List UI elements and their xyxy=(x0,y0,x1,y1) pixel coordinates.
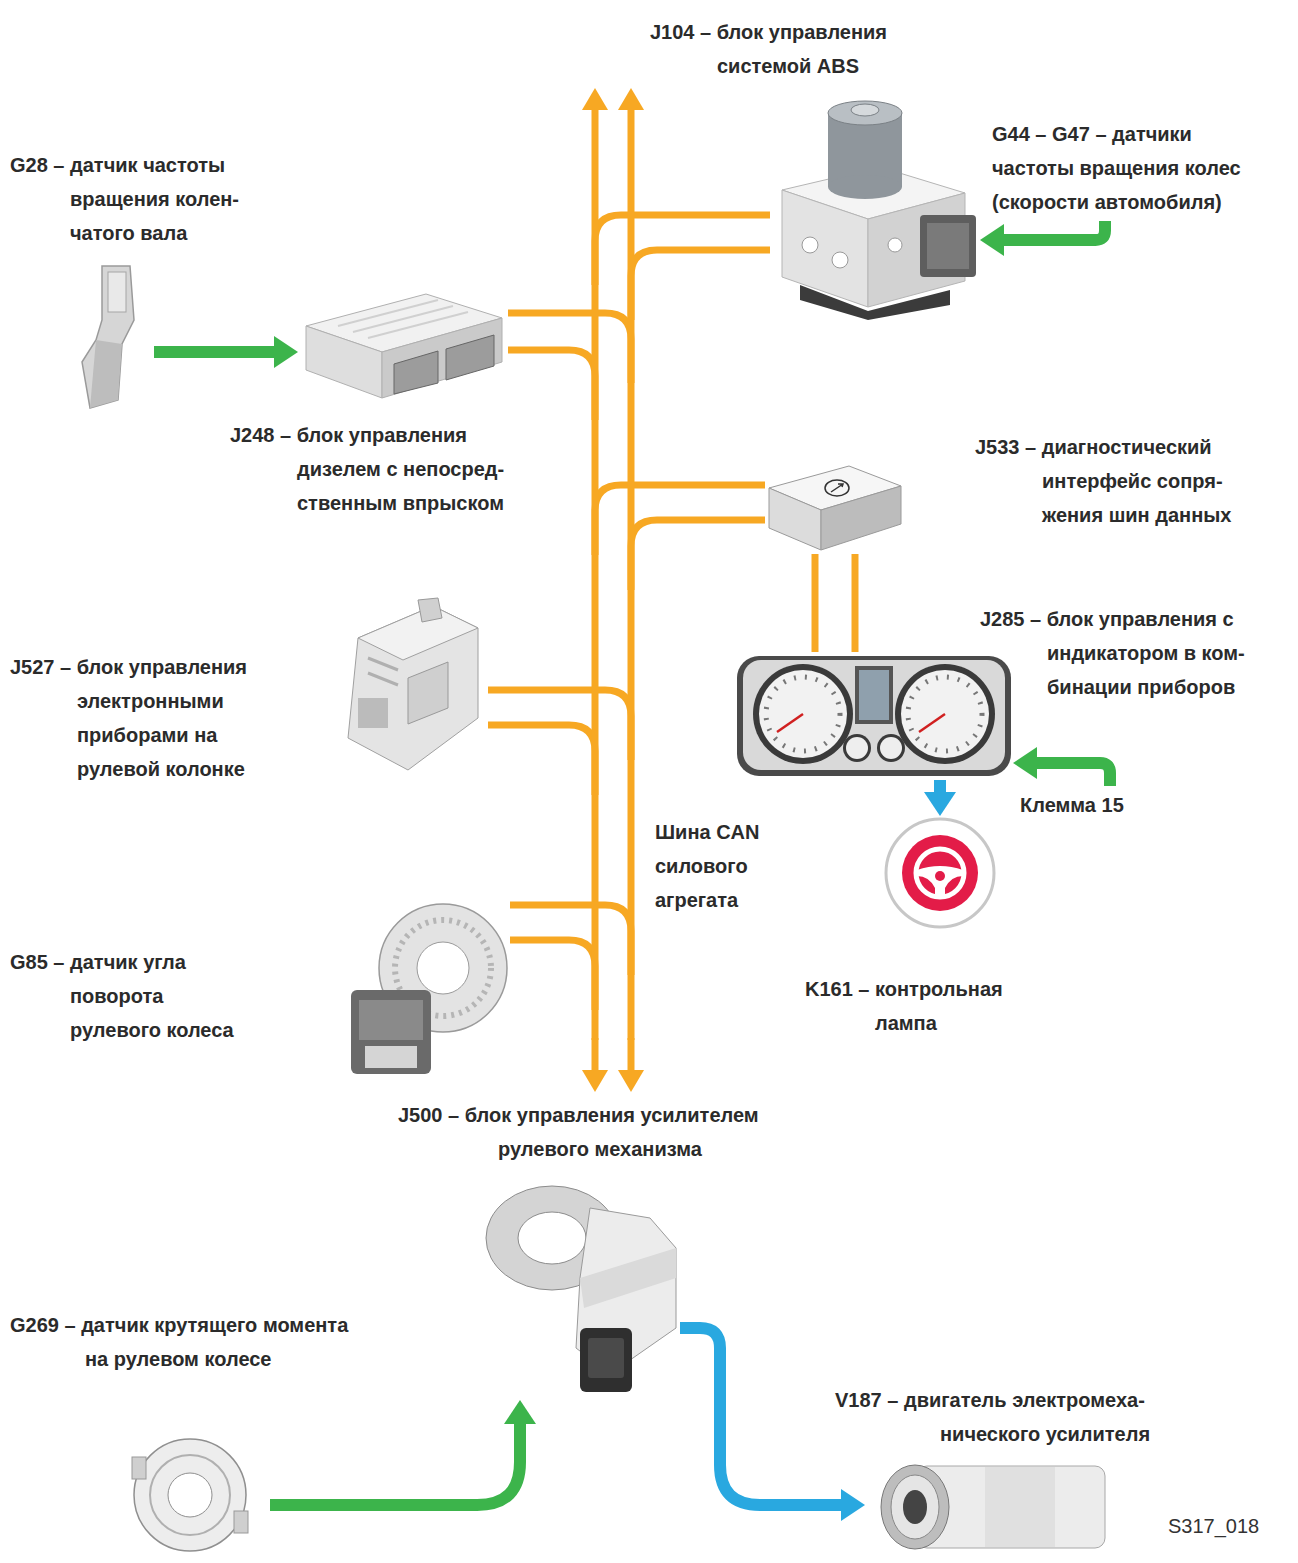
component-label: J500 – блок управления усилителем рулево… xyxy=(398,1098,828,1166)
arrow-head xyxy=(618,1070,644,1092)
arrow-head xyxy=(980,224,1004,256)
connector-line xyxy=(154,346,279,358)
ring-sensor-drawing xyxy=(343,890,510,1080)
motor-drawing xyxy=(865,1460,1110,1552)
steering-motor: V187 – двигатель электромеха- нического … xyxy=(865,1460,1110,1552)
component-label: G28 – датчик частоты вращения колен- чат… xyxy=(10,148,270,250)
connector-line xyxy=(488,725,595,795)
component-label: G269 – датчик крутящего момента на рулев… xyxy=(10,1308,362,1376)
connector-line xyxy=(508,350,595,420)
component-label: J104 – блок управления системой ABS xyxy=(650,15,970,83)
component-label: G85 – датчик угла поворота рулевого коле… xyxy=(10,945,245,1047)
signal-connector xyxy=(582,1038,644,1092)
connector-line xyxy=(1032,763,1110,786)
signal-connector xyxy=(680,1328,865,1521)
ring-sensor-drawing xyxy=(110,1435,270,1555)
crankshaft-sensor: G28 – датчик частоты вращения колен- чат… xyxy=(68,262,154,414)
connector-line xyxy=(270,1419,520,1505)
arrow-head xyxy=(274,336,298,368)
component-label: J248 – блок управления дизелем с непосре… xyxy=(230,418,535,520)
component-label: Клемма 15 xyxy=(1018,786,1148,824)
signal-connector xyxy=(510,905,631,1010)
connector-line xyxy=(628,1038,635,1074)
component-label: Шина CAN силового агрегата xyxy=(655,815,795,917)
connector-line xyxy=(631,250,770,320)
arrow-head xyxy=(841,1489,865,1521)
lamp-drawing xyxy=(883,816,997,930)
terminal-text-node: Клемма 15 xyxy=(1018,786,1148,824)
connector-line xyxy=(812,554,819,652)
ecu-drawing xyxy=(298,288,508,406)
cluster-drawing xyxy=(735,652,1013,780)
steering-angle-sensor: G85 – датчик угла поворота рулевого коле… xyxy=(343,890,510,1080)
arrow-head xyxy=(504,1400,536,1424)
sensor-text-node: G44 – G47 – датчики частоты вращения кол… xyxy=(990,115,1265,221)
gateway-unit: J533 – диагностический интерфейс сопря- … xyxy=(765,462,905,554)
sensor-drawing xyxy=(68,262,154,414)
control-unit-drawing xyxy=(480,1178,680,1400)
signal-connector xyxy=(595,215,770,320)
signal-connector xyxy=(1013,747,1110,786)
abs-control-unit: J104 – блок управления системой ABS xyxy=(770,95,980,320)
signal-connector xyxy=(154,336,298,368)
connector-line xyxy=(631,520,765,590)
module-drawing xyxy=(338,598,488,778)
bus-lines xyxy=(580,88,646,1040)
signal-connector xyxy=(488,690,631,795)
connector-line xyxy=(852,554,859,652)
signal-connector xyxy=(595,485,765,590)
arrow-head xyxy=(582,1070,608,1092)
component-label: J527 – блок управления электронными приб… xyxy=(10,650,290,786)
can-bus: Шина CAN силового агрегата xyxy=(580,88,646,1040)
instrument-cluster: J285 – блок управления с индикатором в к… xyxy=(735,652,1013,780)
signal-connector xyxy=(508,313,631,420)
warning-lamp: K161 – контрольная лампа xyxy=(883,816,997,930)
steering-column-unit: J527 – блок управления электронными приб… xyxy=(338,598,488,778)
gateway-drawing xyxy=(765,462,905,554)
connector-line xyxy=(592,1038,599,1074)
torque-sensor: G269 – датчик крутящего момента на рулев… xyxy=(110,1435,270,1555)
signal-connector xyxy=(980,221,1105,256)
abs-unit-drawing xyxy=(770,95,980,320)
component-label: V187 – двигатель электромеха- нического … xyxy=(835,1383,1205,1451)
signal-connector xyxy=(815,554,855,652)
component-label: G44 – G47 – датчики частоты вращения кол… xyxy=(990,115,1265,221)
component-label: K161 – контрольная лампа xyxy=(805,972,1035,1040)
arrow-head xyxy=(1013,747,1037,779)
component-label: J285 – блок управления с индикатором в к… xyxy=(980,602,1280,704)
connector-line xyxy=(999,221,1105,240)
connector-line xyxy=(680,1328,846,1505)
power-steering-unit: J500 – блок управления усилителем рулево… xyxy=(480,1178,680,1400)
signal-connector xyxy=(270,1400,536,1505)
signal-connector xyxy=(924,780,956,816)
component-label: J533 – диагностический интерфейс сопря- … xyxy=(975,430,1275,532)
connector-line xyxy=(510,940,595,1010)
engine-control-unit: J248 – блок управления дизелем с непосре… xyxy=(298,288,508,406)
figure-code: S317_018 xyxy=(1168,1512,1259,1540)
arrow-head xyxy=(924,792,956,816)
